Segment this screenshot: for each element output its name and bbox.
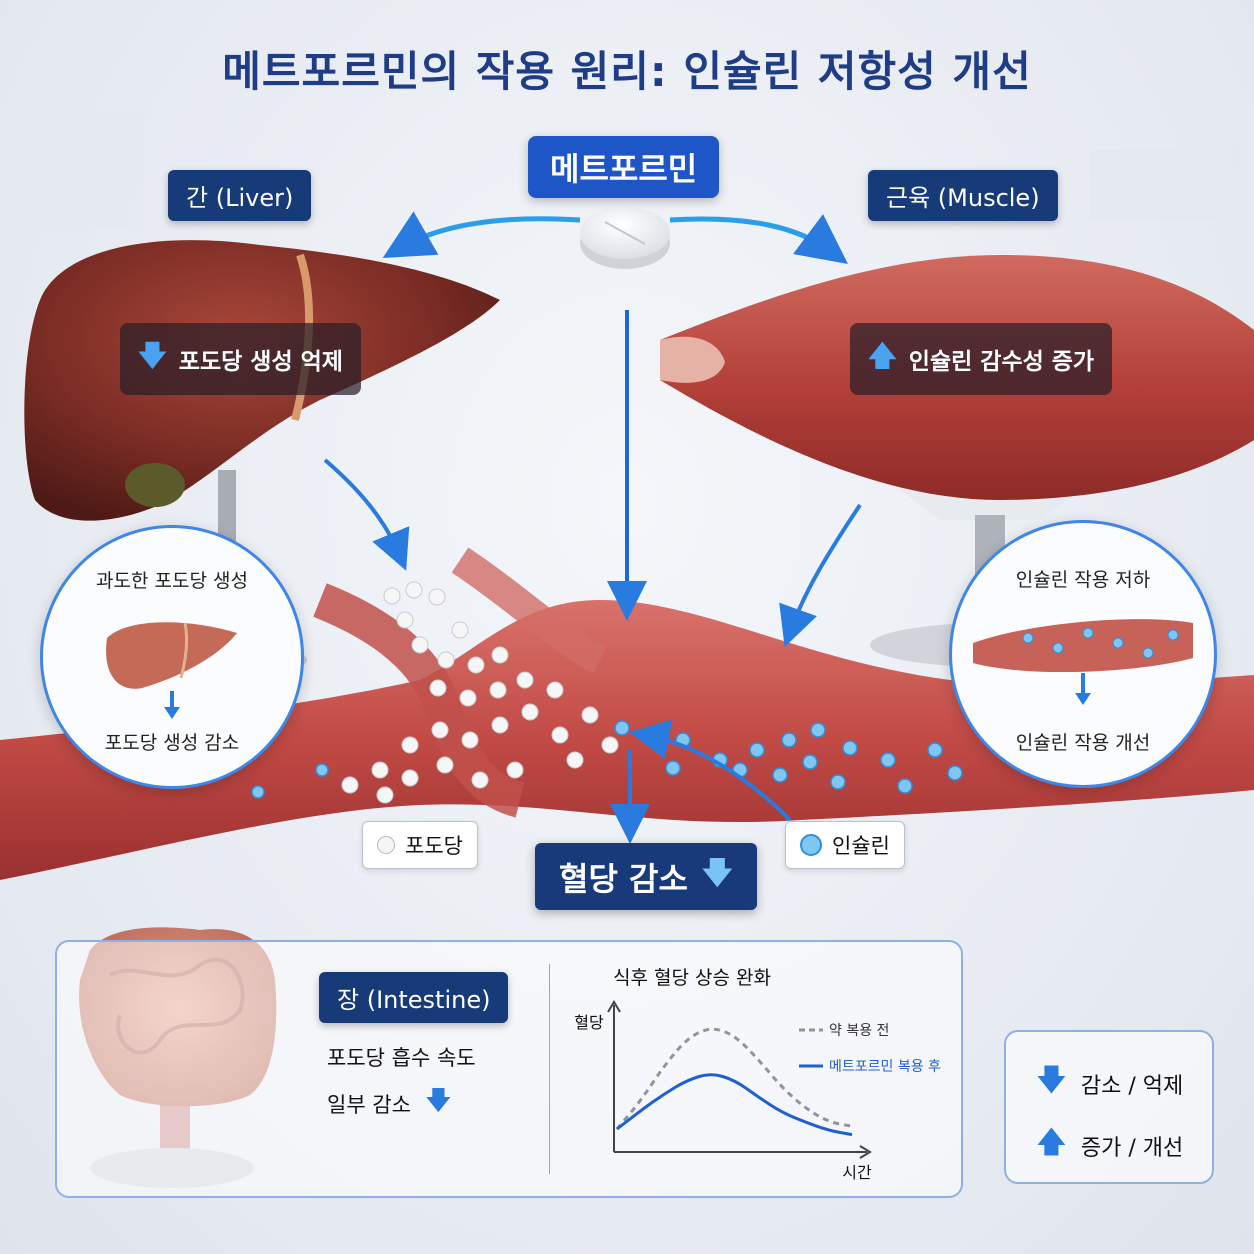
- insulin-dot-icon: [800, 834, 822, 856]
- muscle-circle-bottom-text: 인슐린 작용 개선: [1015, 732, 1151, 754]
- arrow-up-icon: 🡅: [1036, 1125, 1067, 1160]
- small-liver-icon: [106, 622, 237, 719]
- intestine-label: 장 (Intestine): [319, 972, 509, 1023]
- insulin-label: 인슐린: [832, 834, 890, 858]
- glucose-chip: 포도당: [362, 821, 478, 869]
- blood-sugar-result: 혈당 감소 🡇: [535, 843, 757, 910]
- metformin-label: 메트포르민: [528, 136, 720, 198]
- legend-label-1: 메트포르민 복용 후: [829, 1059, 941, 1075]
- legend-down-text: 감소 / 억제: [1080, 1073, 1184, 1099]
- legend-box: 🡇 감소 / 억제 🡅 증가 / 개선: [1004, 1030, 1214, 1184]
- glucose-dot-icon: [377, 836, 395, 854]
- intestine-line2: 일부 감소: [327, 1093, 411, 1117]
- liver-detail-circle: 과도한 포도당 생성 포도당 생성 감소: [40, 525, 304, 789]
- legend-up-text: 증가 / 개선: [1080, 1135, 1184, 1161]
- muscle-label: 근육 (Muscle): [868, 170, 1058, 221]
- legend-row-down: 🡇 감소 / 억제: [1036, 1058, 1183, 1109]
- liver-effect-box: 🡇 포도당 생성 억제: [120, 323, 361, 395]
- chart-x-label: 시간: [842, 1163, 872, 1182]
- panel-divider: [549, 964, 550, 1174]
- arrow-down-icon: 🡇: [701, 856, 733, 891]
- intestine-line2-row: 일부 감소 🡇: [327, 1082, 452, 1126]
- muscle-detail-circle: 인슐린 작용 저하 인슐린 작용 개선: [949, 520, 1217, 788]
- arrow-down-icon: 🡇: [138, 339, 167, 372]
- series-line-0: [615, 1027, 853, 1130]
- arrow-down-icon: 🡇: [424, 1086, 452, 1116]
- muscle-effect-text: 인슐린 감수성 증가: [908, 349, 1095, 375]
- insulin-chip: 인슐린: [785, 821, 905, 869]
- page-title: 메트포르민의 작용 원리: 인슐린 저항성 개선: [222, 47, 1032, 96]
- glucose-label: 포도당: [405, 834, 463, 858]
- intestine-panel: 장 (Intestine) 포도당 흡수 속도 일부 감소 🡇 식후 혈당 상승…: [55, 940, 963, 1198]
- liver-circle-top-text: 과도한 포도당 생성: [96, 570, 248, 592]
- intestine-line1: 포도당 흡수 속도: [327, 1046, 476, 1070]
- series-line-1: [616, 1073, 853, 1137]
- legend-row-up: 🡅 증가 / 개선: [1036, 1120, 1183, 1171]
- legend-label-0: 약 복용 전: [829, 1023, 889, 1039]
- liver-label: 간 (Liver): [168, 170, 312, 221]
- result-label: 혈당 감소: [559, 859, 688, 898]
- muscle-circle-top-text: 인슐린 작용 저하: [1015, 569, 1151, 591]
- liver-effect-text: 포도당 생성 억제: [178, 349, 343, 375]
- liver-circle-bottom-text: 포도당 생성 감소: [104, 732, 240, 754]
- muscle-effect-box: 🡅 인슐린 감수성 증가: [850, 323, 1113, 395]
- arrow-up-icon: 🡅: [868, 339, 897, 372]
- chart-title: 식후 혈당 상승 완화: [613, 967, 771, 989]
- chart-y-label: 혈당: [574, 1013, 604, 1032]
- small-muscle-icon: [973, 619, 1193, 705]
- arrow-down-icon: 🡇: [1036, 1063, 1067, 1098]
